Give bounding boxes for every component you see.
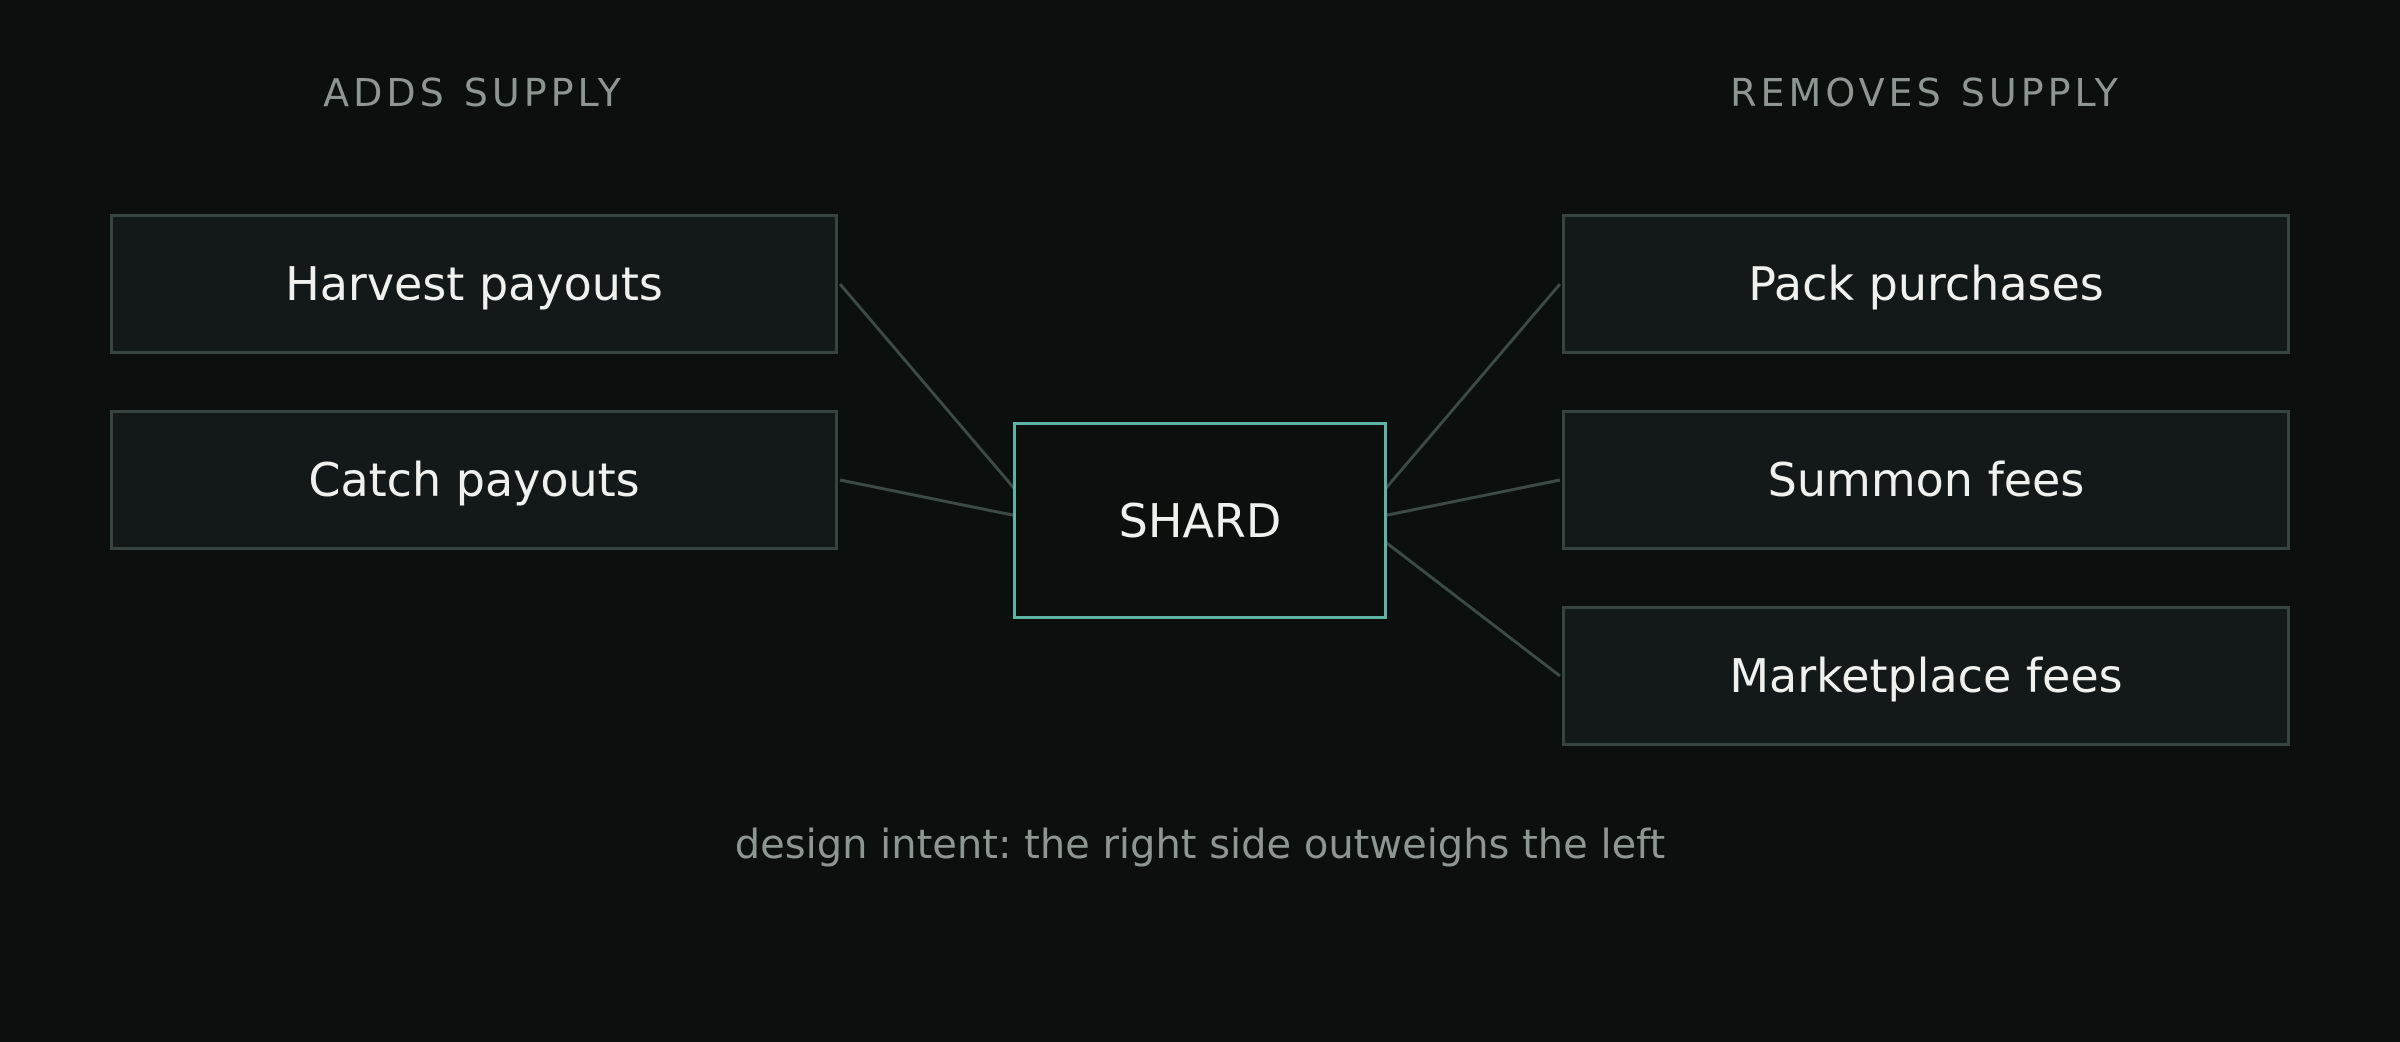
- connector-harvest-payouts: [838, 283, 1044, 522]
- sink-node-marketplace-fees: Marketplace fees: [1562, 606, 2290, 746]
- sink-node-pack-purchases: Pack purchases: [1562, 214, 2290, 354]
- design-intent-caption: design intent: the right side outweighs …: [734, 822, 1666, 868]
- sink-node-summon-fees: Summon fees: [1562, 410, 2290, 550]
- source-node-catch-payouts: Catch payouts: [110, 410, 838, 550]
- connector-summon-fees: [1357, 478, 1561, 523]
- connector-marketplace-fees: [1357, 519, 1561, 678]
- connector-pack-purchases: [1356, 283, 1562, 522]
- connector-catch-payouts: [839, 478, 1043, 523]
- hub-node-shard: SHARD: [1013, 422, 1387, 619]
- source-node-harvest-payouts: Harvest payouts: [110, 214, 838, 354]
- heading-removes-supply: REMOVES SUPPLY: [1730, 71, 2122, 115]
- heading-adds-supply: ADDS SUPPLY: [323, 71, 625, 115]
